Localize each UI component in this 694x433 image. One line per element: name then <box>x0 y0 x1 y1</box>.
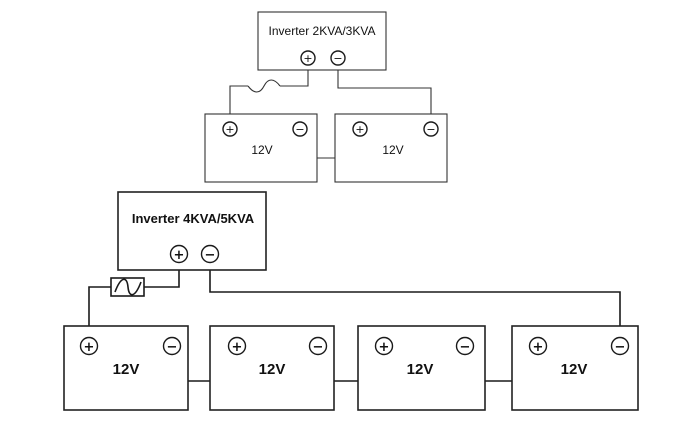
bottom-inverter-box <box>117 191 267 271</box>
plus-icon: + <box>232 340 243 355</box>
bottom-battery-1: + − 12V <box>63 325 189 411</box>
minus-icon: − <box>313 340 324 355</box>
bottom-inverter-negative-terminal: − <box>200 244 220 264</box>
minus-icon: − <box>205 248 216 263</box>
top-battery-2-negative-terminal: − <box>423 121 439 137</box>
top-inverter-negative-terminal: − <box>330 50 346 66</box>
plus-icon: + <box>84 340 95 355</box>
plus-icon: + <box>225 123 234 136</box>
plus-icon: + <box>379 340 390 355</box>
bottom-battery-2-label: 12V <box>259 361 286 378</box>
bottom-battery-4: + − 12V <box>511 325 639 411</box>
plus-icon: + <box>533 340 544 355</box>
bottom-battery-3-positive-terminal: + <box>374 336 394 356</box>
top-battery-1: + − 12V <box>204 113 318 183</box>
bottom-battery-4-label: 12V <box>561 361 588 378</box>
bottom-inverter-label: Inverter 4KVA/5KVA <box>132 211 255 226</box>
top-negative-wire <box>337 66 432 128</box>
bottom-inverter-positive-terminal: + <box>169 244 189 264</box>
bottom-battery-3-label: 12V <box>407 361 434 378</box>
bottom-battery-1-negative-terminal: − <box>162 336 182 356</box>
bottom-wiring-diagram: Inverter 4KVA/5KVA + − + − 12V <box>63 191 639 411</box>
top-wiring-diagram: Inverter 2KVA/3KVA + − + − 12V <box>204 11 448 183</box>
bottom-battery-1-label: 12V <box>113 361 140 378</box>
bottom-negative-wire <box>209 263 621 337</box>
bottom-positive-wire <box>144 263 180 288</box>
plus-icon: + <box>355 123 364 136</box>
top-battery-1-label: 12V <box>251 143 272 157</box>
top-battery-2-positive-terminal: + <box>352 121 368 137</box>
minus-icon: − <box>615 340 626 355</box>
bottom-battery-4-negative-terminal: − <box>610 336 630 356</box>
top-positive-wire <box>280 66 309 87</box>
top-inverter-label: Inverter 2KVA/3KVA <box>269 24 376 38</box>
top-inverter-positive-terminal: + <box>300 50 316 66</box>
top-inverter-box <box>257 11 387 71</box>
bottom-battery-1-positive-terminal: + <box>79 336 99 356</box>
top-battery-1-positive-terminal: + <box>222 121 238 137</box>
top-battery-2: + − 12V <box>334 113 448 183</box>
bottom-positive-wire-to-battery <box>88 286 111 337</box>
top-battery-1-negative-terminal: − <box>292 121 308 137</box>
minus-icon: − <box>426 123 435 136</box>
bottom-battery-3-negative-terminal: − <box>455 336 475 356</box>
bottom-battery-3: + − 12V <box>357 325 486 411</box>
plus-icon: + <box>174 248 185 263</box>
top-battery-2-label: 12V <box>382 143 403 157</box>
minus-icon: − <box>295 123 304 136</box>
plus-icon: + <box>303 52 312 65</box>
top-fuse-symbol <box>247 79 281 93</box>
bottom-battery-4-positive-terminal: + <box>528 336 548 356</box>
minus-icon: − <box>167 340 178 355</box>
minus-icon: − <box>460 340 471 355</box>
bottom-battery-2: + − 12V <box>209 325 335 411</box>
bottom-battery-2-positive-terminal: + <box>227 336 247 356</box>
bottom-fuse-symbol <box>110 277 145 297</box>
minus-icon: − <box>333 52 342 65</box>
bottom-battery-2-negative-terminal: − <box>308 336 328 356</box>
